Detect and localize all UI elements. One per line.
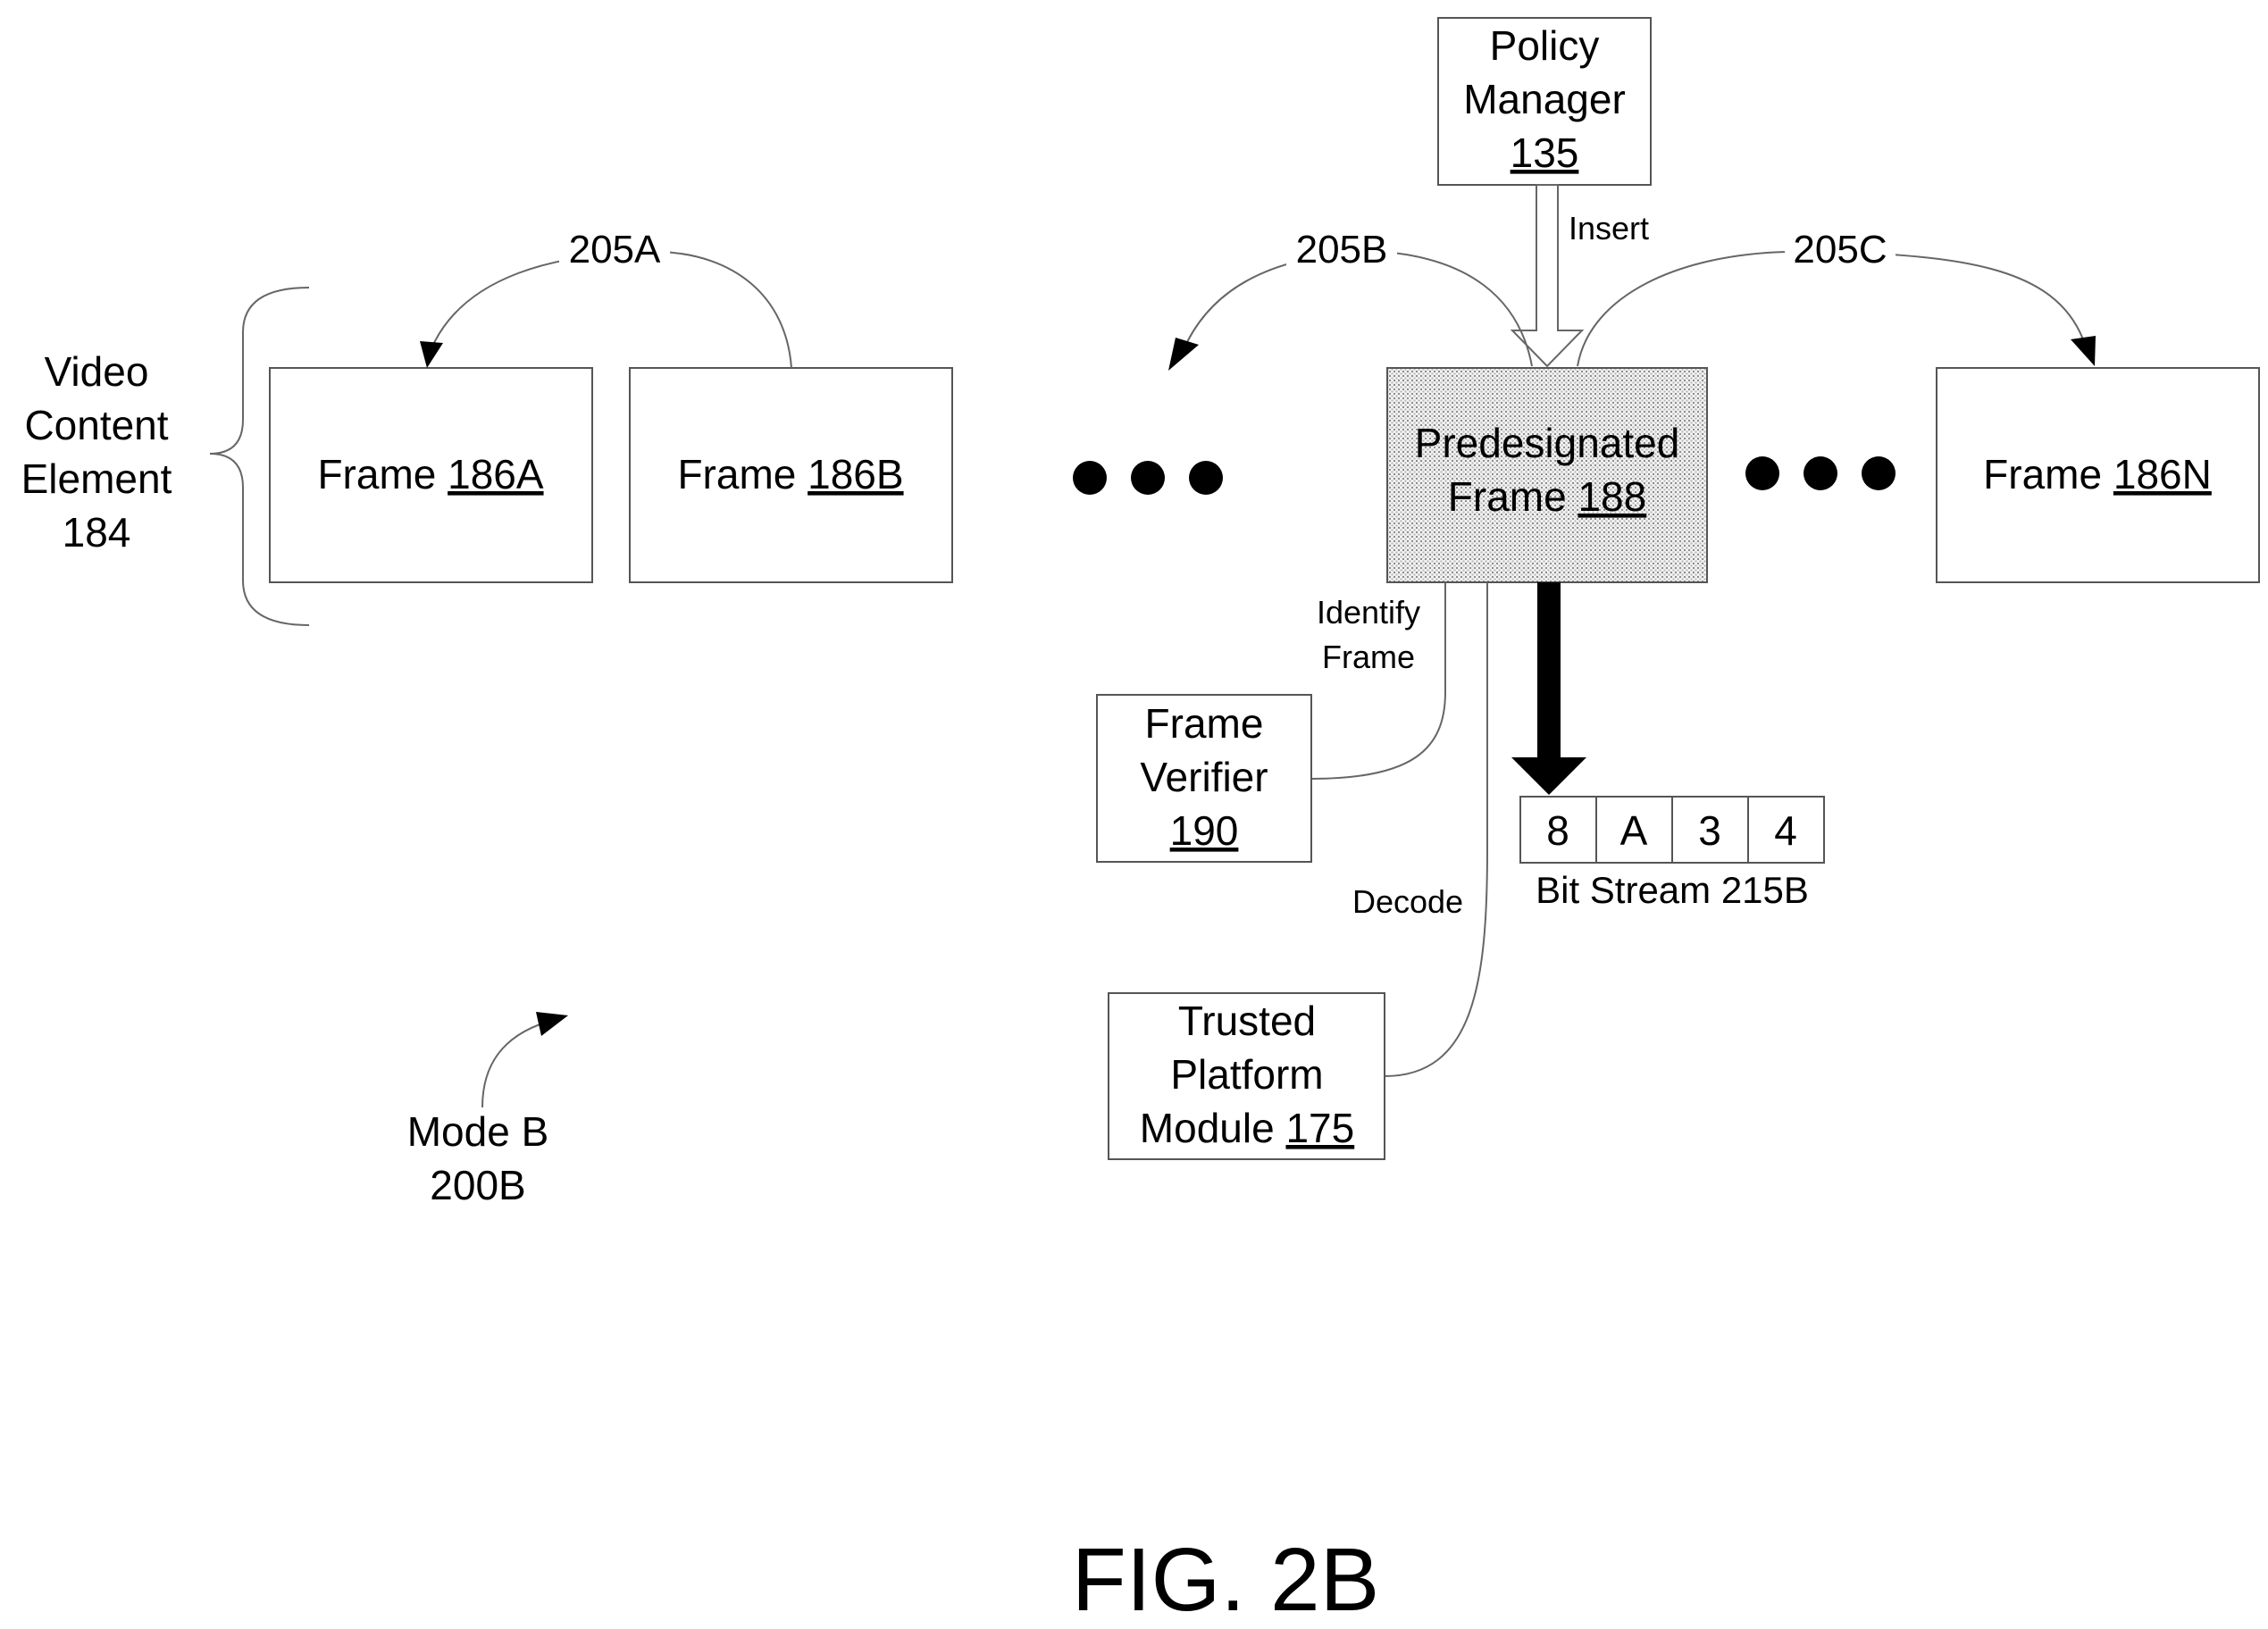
policy-manager-line2: Manager — [1463, 76, 1626, 122]
frame-186b-box: Frame 186B — [630, 368, 952, 582]
frame-186b-ref: 186B — [808, 451, 903, 497]
arrow-205c-head — [2071, 336, 2096, 366]
mode-pointer-head — [536, 1012, 568, 1036]
video-content-line1: Video — [45, 348, 149, 395]
svg-text:Frame 188: Frame 188 — [1448, 473, 1646, 520]
frame-186n-box: Frame 186N — [1937, 368, 2259, 582]
frame-186b-word: Frame — [677, 451, 796, 497]
arrow-205a-head — [420, 341, 443, 368]
bit-stream: 8 A 3 4 Bit Stream 215B — [1520, 797, 1824, 911]
arrow-205b-label: 205B — [1296, 228, 1388, 272]
predesignated-line1: Predesignated — [1415, 420, 1680, 466]
svg-text:Module 175: Module 175 — [1140, 1105, 1354, 1151]
svg-text:Frame 186N: Frame 186N — [1983, 451, 2212, 497]
predesignated-word: Frame — [1448, 473, 1567, 520]
tpm-box: Trusted Platform Module 175 — [1109, 993, 1385, 1159]
bit-cell-1: 8 — [1546, 807, 1569, 854]
mode-pointer — [482, 1023, 545, 1107]
identify-line2: Frame — [1322, 639, 1415, 675]
identify-line1: Identify — [1317, 594, 1420, 631]
bit-stream-label: Bit Stream 215B — [1536, 869, 1809, 911]
mode-line1: Mode B — [407, 1108, 549, 1155]
ellipsis-left — [1073, 461, 1223, 495]
bit-cell-2: A — [1620, 807, 1648, 854]
frame-186n-word: Frame — [1983, 451, 2102, 497]
tpm-line2: Platform — [1170, 1051, 1323, 1098]
ellipsis-right — [1745, 456, 1896, 490]
decode-label: Decode — [1352, 883, 1463, 920]
video-content-line4: 184 — [63, 509, 131, 556]
bit-cell-3: 3 — [1698, 807, 1721, 854]
arrow-205a-label: 205A — [569, 228, 661, 272]
tpm-line1: Trusted — [1178, 998, 1316, 1044]
svg-text:Frame 186B: Frame 186B — [677, 451, 903, 497]
video-content-line3: Element — [21, 455, 172, 502]
predesignated-ref: 188 — [1578, 473, 1646, 520]
video-content-line2: Content — [24, 402, 168, 448]
frame-verifier-line1: Frame — [1145, 700, 1264, 747]
frame-186a-box: Frame 186A — [270, 368, 592, 582]
policy-manager-line1: Policy — [1490, 22, 1600, 69]
frame-verifier-line2: Verifier — [1140, 754, 1268, 800]
frame-186a-ref: 186A — [448, 451, 544, 497]
arrow-205c-label: 205C — [1793, 228, 1887, 272]
tpm-ref: 175 — [1285, 1105, 1354, 1151]
mode-line2: 200B — [430, 1162, 525, 1208]
figure-caption: FIG. 2B — [1072, 1530, 1380, 1629]
arrow-205b-head — [1168, 338, 1199, 371]
policy-manager-ref: 135 — [1511, 129, 1579, 176]
frame-verifier-ref: 190 — [1170, 807, 1239, 854]
predesignated-frame-box: Predesignated Frame 188 — [1387, 368, 1707, 582]
frame-verifier-box: Frame Verifier 190 — [1097, 695, 1311, 862]
policy-manager-box: Policy Manager 135 — [1438, 18, 1651, 185]
bit-cell-4: 4 — [1774, 807, 1797, 854]
insert-label: Insert — [1569, 210, 1649, 246]
tpm-word: Module — [1140, 1105, 1275, 1151]
frame-186a-word: Frame — [317, 451, 436, 497]
frame-186n-ref: 186N — [2113, 451, 2212, 497]
bitstream-arrow — [1511, 582, 1586, 795]
svg-text:Frame 186A: Frame 186A — [317, 451, 543, 497]
